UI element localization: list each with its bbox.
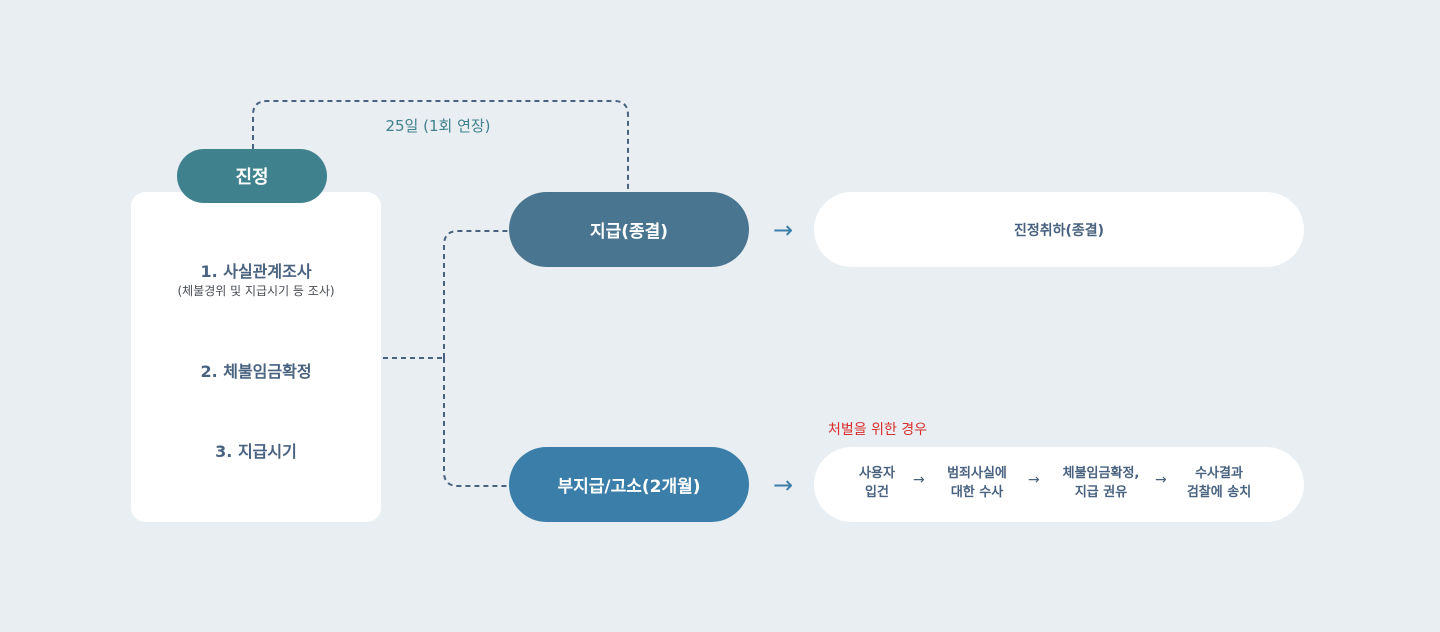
arrow-right-icon: → (772, 471, 794, 499)
process-step-prosecution: 수사결과 검찰에 송치 (1186, 466, 1252, 500)
step-fact-investigation: 1. 사실관계조사 (200, 262, 312, 281)
petition-withdrawal-result: 진정취하(종결) (814, 192, 1304, 267)
extension-period-label: 25일 (1회 연장) (385, 117, 491, 135)
unpaid-complaint-node: 부지급/고소(2개월) (509, 447, 749, 522)
arrow-right-icon: → (772, 216, 794, 244)
arrow-right-icon: → (1155, 472, 1167, 488)
step-payment-deadline: 3. 지급시기 (215, 442, 297, 461)
petition-node: 진정 (177, 149, 327, 203)
extension-loop-connector (252, 100, 629, 192)
investigation-steps-card: 1. 사실관계조사 (체불경위 및 지급시기 등 조사) 2. 체불임금확정 3… (131, 192, 381, 522)
step-fact-investigation-detail: (체불경위 및 지급시기 등 조사) (177, 284, 335, 298)
punishment-case-note: 처벌을 위한 경우 (828, 422, 928, 438)
process-step-investigation: 범죄사실에 대한 수사 (947, 466, 1007, 500)
criminal-process-card: 사용자 입건 → 범죄사실에 대한 수사 → 체불임금확정, 지급 권유 → 수… (814, 447, 1304, 522)
arrow-right-icon: → (913, 472, 925, 488)
arrow-right-icon: → (1028, 472, 1040, 488)
process-step-booking: 사용자 입건 (859, 466, 895, 500)
branch-connector-to-paid (443, 230, 509, 358)
process-step-wage-recommendation: 체불임금확정, 지급 권유 (1062, 466, 1140, 500)
branch-connector-to-unpaid (443, 358, 509, 487)
paid-closed-node: 지급(종결) (509, 192, 749, 267)
step-wage-confirmation: 2. 체불임금확정 (200, 362, 312, 381)
